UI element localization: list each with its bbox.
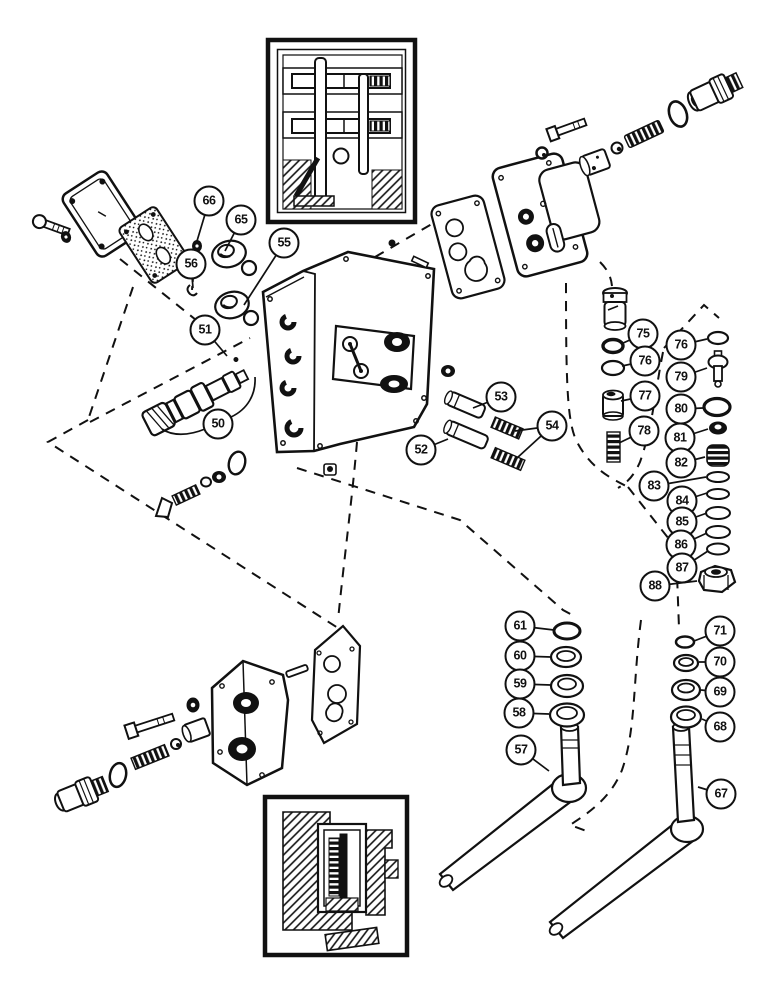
callout-65: 65 [225,204,257,236]
bottom-left-cover-assembly [54,624,362,813]
washer [60,231,72,243]
callout-78: 78 [628,415,660,447]
roll-pin [285,664,309,678]
bushing [181,717,211,743]
end-cover [210,659,290,787]
o-ring [674,635,696,649]
callout-57: 57 [505,734,537,766]
cam-detent-parts [186,239,260,327]
washer [549,645,583,669]
callout-75: 75 [627,318,659,350]
callout-83: 83 [638,470,670,502]
end-cover [491,152,601,278]
callout-79: 79 [665,361,697,393]
spring [130,743,170,771]
plug-cap [602,287,628,331]
dashed-assembly-lines [46,220,720,834]
o-ring [552,621,582,641]
callout-87: 87 [666,552,698,584]
poppet-valve [707,350,729,388]
callout-55: 55 [268,227,300,259]
spring [706,444,730,467]
inset-cross-section-bottom [262,794,410,958]
callout-67: 67 [705,778,737,810]
inset-cross-section-top [265,37,418,225]
callout-70: 70 [704,646,736,678]
shim-washer [706,542,730,556]
plunger-and-springs [441,365,526,472]
valve-seat [709,421,727,435]
callout-51: 51 [189,314,221,346]
washer [186,697,200,713]
callout-76-a: 76 [629,345,661,377]
shim-washer [706,471,730,483]
cover-bolt [123,712,176,741]
main-valve-body [261,239,436,476]
retainer-clip [186,284,198,297]
cam-lever-lower [214,290,260,327]
fitting [686,71,744,112]
relief-valve-parts [154,450,247,519]
callout-82: 82 [665,447,697,479]
cap-nut [697,564,737,594]
control-spool [141,356,250,437]
callout-52: 52 [405,434,437,466]
callout-54: 54 [536,410,568,442]
o-ring [706,330,730,346]
o-ring [601,337,625,355]
callout-88: 88 [639,570,671,602]
spring [623,119,665,149]
o-ring [108,761,128,789]
cam-lever-upper [211,239,258,277]
callout-71: 71 [704,615,736,647]
shim-washer [705,506,731,520]
cover-gasket [310,624,362,745]
callout-58: 58 [503,697,535,729]
top-left-cover-assembly [31,170,190,284]
callout-53: 53 [485,381,517,413]
callout-77: 77 [629,380,661,412]
callout-59: 59 [504,668,536,700]
callout-66: 66 [193,185,225,217]
relief-column-left [600,287,628,463]
callout-56: 56 [175,248,207,280]
top-right-cover-assembly [430,71,744,300]
callout-69: 69 [704,676,736,708]
callout-61: 61 [504,610,536,642]
o-ring [702,396,732,418]
o-ring [600,359,626,377]
plug [578,148,611,177]
callout-80: 80 [665,393,697,425]
washer [535,146,549,160]
cover-gasket [118,206,190,284]
cover-bolt [545,117,588,143]
callout-50: 50 [202,408,234,440]
sleeve [602,389,624,421]
shim-washer [706,488,730,500]
lever-67-assembly [548,635,705,940]
shim-washer [705,525,731,539]
fitting [54,775,110,813]
spring [606,431,621,463]
callout-76-b: 76 [665,329,697,361]
lever-57-assembly [438,621,588,892]
callout-60: 60 [504,640,536,672]
relief-column-right [697,330,737,594]
cover-gasket [430,194,506,300]
callout-68: 68 [704,711,736,743]
o-ring [667,100,689,128]
